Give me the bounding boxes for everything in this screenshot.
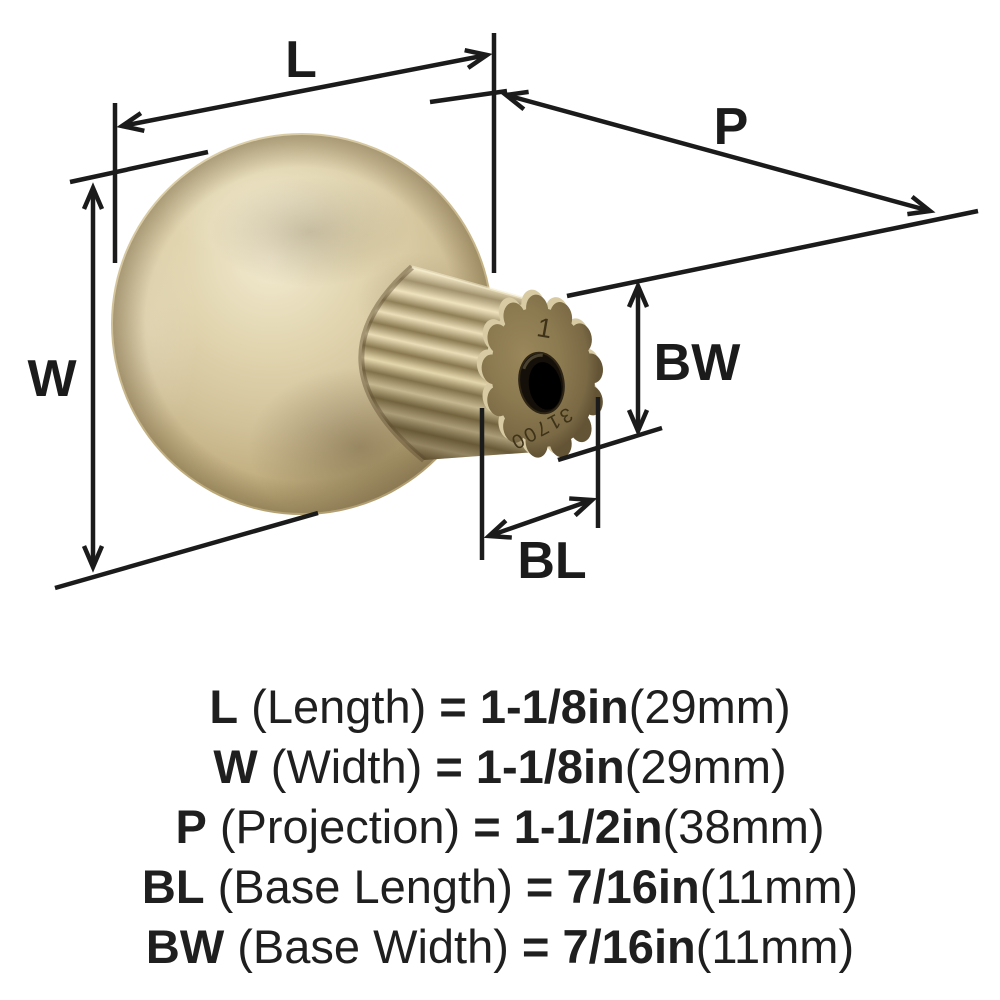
spec-abbr: BL	[141, 860, 205, 913]
spec-metric: (38mm)	[662, 800, 825, 853]
spec-equals: =	[525, 860, 554, 913]
spec-name: (Base Width)	[237, 920, 509, 973]
spec-line-projection: P (Projection) = 1-1/2in(38mm)	[0, 797, 1000, 857]
ext-line-base-axis	[566, 208, 979, 299]
spec-equals: =	[435, 740, 463, 793]
spec-metric: (29mm)	[624, 740, 787, 793]
spec-value: 1-1/8in	[479, 680, 629, 733]
spec-name: (Width)	[270, 740, 423, 793]
dim-label-base-width: BW	[654, 334, 742, 392]
spec-line-length: L (Length) = 1-1/8in(29mm)	[0, 677, 1000, 737]
spec-metric: (11mm)	[699, 860, 859, 913]
spec-name: (Length)	[251, 680, 427, 733]
dim-label-length: L	[285, 31, 317, 89]
spec-value: 7/16in	[562, 920, 696, 973]
dimension-spec-list: L (Length) = 1-1/8in(29mm) W (Width) = 1…	[0, 677, 1000, 977]
spec-equals: =	[473, 800, 501, 853]
spec-line-base-width: BW (Base Width) = 7/16in(11mm)	[0, 917, 1000, 977]
ext-line-width-top	[69, 149, 209, 185]
spec-metric: (29mm)	[628, 680, 791, 733]
spec-name: (Base Length)	[217, 860, 513, 913]
spec-equals: =	[521, 920, 550, 973]
spec-value: 1-1/8in	[475, 740, 625, 793]
stem-sphere-crease	[358, 264, 426, 463]
spec-abbr: L	[209, 680, 239, 733]
spec-line-base-length: BL (Base Length) = 7/16in(11mm)	[0, 857, 1000, 917]
stamp-number-one: 1	[535, 312, 555, 344]
spec-value: 1-1/2in	[513, 800, 663, 853]
spec-abbr: W	[213, 740, 258, 793]
dimension-lines	[54, 33, 979, 591]
spec-metric: (11mm)	[695, 920, 855, 973]
dim-line-projection	[500, 89, 936, 217]
spec-abbr: BW	[145, 920, 225, 973]
dim-label-width: W	[27, 350, 77, 408]
dim-line-base-length	[483, 496, 598, 540]
spec-line-width: W (Width) = 1-1/8in(29mm)	[0, 737, 1000, 797]
knob-illustration: 1 31700	[111, 133, 603, 515]
knob-screw-hole	[518, 351, 565, 415]
dim-label-base-length: BL	[517, 532, 586, 590]
dim-label-projection: P	[714, 98, 749, 156]
ext-line-width-bottom	[54, 510, 319, 591]
spec-abbr: P	[175, 800, 207, 853]
dim-line-length	[116, 47, 493, 134]
spec-name: (Projection)	[219, 800, 461, 853]
spec-equals: =	[439, 680, 467, 733]
dimension-labels: L W P BW BL	[27, 31, 748, 590]
spec-value: 7/16in	[566, 860, 700, 913]
